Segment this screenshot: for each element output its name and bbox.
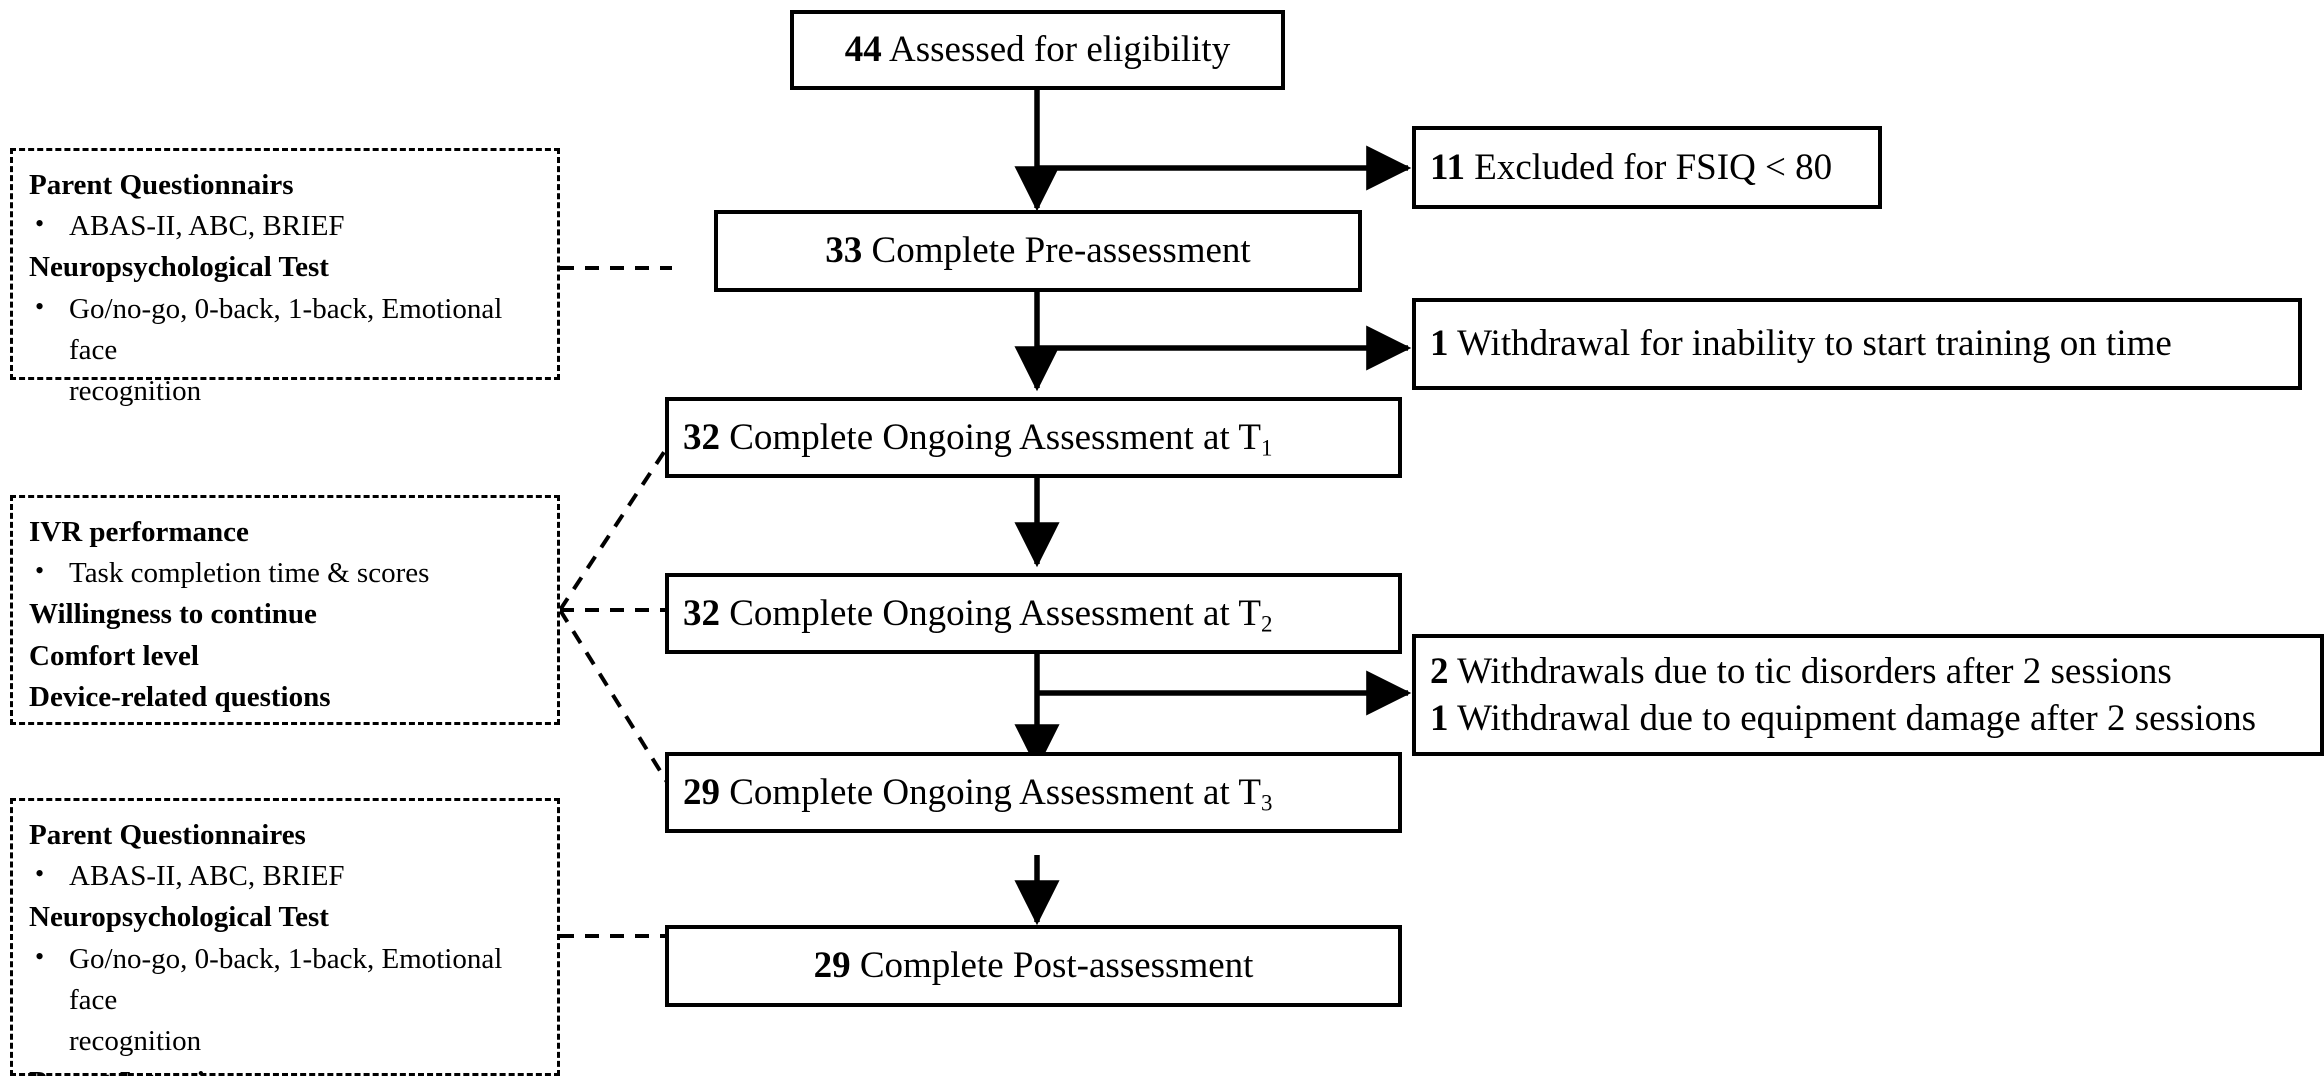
flow-box-post-assessment-text: 29 Complete Post-assessment: [669, 944, 1398, 988]
flow-box-ongoing-t3-label: Complete Ongoing Assessment at T: [729, 771, 1261, 813]
flow-box-post-assessment-label: Complete Post-assessment: [859, 945, 1254, 987]
flow-box-excluded-fsiq-text: 11 Excluded for FSIQ < 80: [1416, 146, 1878, 190]
note-box-pre-measures[interactable]: Parent Questionnairs • ABAS-II, ABC, BRI…: [10, 148, 560, 407]
dashed-link-ongoing-t3: [558, 608, 674, 792]
flow-box-ongoing-t1-count: 32: [683, 416, 720, 458]
flow-box-ongoing-t2-label: Complete Ongoing Assessment at T: [729, 592, 1261, 634]
note-ongoing-head-willingness: Willingness to continue: [29, 598, 317, 631]
note-post-head-questionnaires: Parent Questionnaires: [29, 819, 306, 851]
flow-box-ongoing-t1-text: 32 Complete Ongoing Assessment at T1: [669, 416, 1398, 460]
note-post-head-neuropsych: Neuropsychological Test: [29, 901, 329, 934]
bullet-dot-icon: •: [35, 209, 45, 239]
flow-box-withdraw-start-count: 1: [1430, 323, 1449, 365]
note-pre-head-questionnaires: Parent Questionnairs: [29, 169, 294, 201]
note-pre-bullet-abas: • ABAS-II, ABC, BRIEF: [29, 206, 541, 247]
flow-box-pre-assessment-text: 33 Complete Pre-assessment: [718, 229, 1358, 273]
flow-box-withdraw-start-text: 1 Withdrawal for inability to start trai…: [1416, 322, 2298, 366]
withdraw-tic-label: Withdrawals due to tic disorders after 2…: [1457, 650, 2172, 692]
note-post-bullet-tasks-cont: recognition: [69, 1024, 202, 1057]
flow-box-assessed-count: 44: [844, 29, 882, 71]
flow-box-ongoing-t2[interactable]: 32 Complete Ongoing Assessment at T2: [665, 573, 1402, 654]
flow-box-pre-assessment-label: Complete Pre-assessment: [871, 230, 1251, 272]
note-post-bullet-abas: • ABAS-II, ABC, BRIEF: [29, 856, 541, 897]
withdraw-equipment-row: 1 Withdrawal due to equipment damage aft…: [1430, 695, 2320, 742]
withdraw-tic-count: 2: [1430, 650, 1449, 692]
withdraw-equipment-count: 1: [1430, 698, 1449, 739]
flow-box-ongoing-t1[interactable]: 32 Complete Ongoing Assessment at T1: [665, 397, 1402, 478]
note-post-bullet-tasks: • Go/no-go, 0-back, 1-back, Emotional fa…: [29, 939, 541, 1021]
flow-box-excluded-fsiq-count: 11: [1430, 146, 1465, 188]
note-box-ongoing-measures[interactable]: IVR performance • Task completion time &…: [10, 495, 560, 725]
note-ongoing-head-ivr: IVR performance: [29, 516, 249, 548]
flow-box-post-assessment[interactable]: 29 Complete Post-assessment: [665, 925, 1402, 1007]
flow-box-ongoing-t3-count: 29: [683, 771, 720, 813]
flow-box-excluded-fsiq[interactable]: 11 Excluded for FSIQ < 80: [1412, 126, 1882, 209]
flow-box-ongoing-t2-count: 32: [683, 592, 720, 634]
note-box-post-measures[interactable]: Parent Questionnaires • ABAS-II, ABC, BR…: [10, 798, 560, 1076]
flow-box-assessed-text: 44 Assessed for eligibility: [794, 28, 1281, 72]
flow-box-withdraw-start-label: Withdrawal for inability to start traini…: [1457, 323, 2172, 365]
flow-box-ongoing-t2-subscript: 2: [1260, 611, 1273, 637]
flow-box-withdrawals-t2-text: 2 Withdrawals due to tic disorders after…: [1416, 648, 2320, 743]
flow-box-assessed[interactable]: 44 Assessed for eligibility: [790, 10, 1285, 90]
flow-box-ongoing-t3-text: 29 Complete Ongoing Assessment at T3: [669, 771, 1398, 815]
flow-box-withdraw-start[interactable]: 1 Withdrawal for inability to start trai…: [1412, 298, 2302, 390]
bullet-dot-icon: •: [35, 291, 45, 321]
note-pre-bullet-tasks-cont: recognition: [69, 374, 202, 407]
bullet-dot-icon: •: [35, 941, 45, 971]
note-pre-head-neuropsych: Neuropsychological Test: [29, 251, 329, 284]
flow-box-ongoing-t2-text: 32 Complete Ongoing Assessment at T2: [669, 592, 1398, 636]
bullet-dot-icon: •: [35, 556, 45, 586]
note-post-head-interview: Parent Interview: [29, 1062, 541, 1076]
flow-box-withdrawals-t2[interactable]: 2 Withdrawals due to tic disorders after…: [1412, 634, 2324, 756]
bullet-dot-icon: •: [35, 859, 45, 889]
flow-box-post-assessment-count: 29: [813, 945, 851, 987]
flow-box-pre-assessment[interactable]: 33 Complete Pre-assessment: [714, 210, 1362, 292]
withdraw-tic-row: 2 Withdrawals due to tic disorders after…: [1430, 648, 2320, 695]
flow-box-ongoing-t1-label: Complete Ongoing Assessment at T: [729, 416, 1261, 458]
withdraw-equipment-label: Withdrawal due to equipment damage after…: [1457, 698, 2257, 739]
flow-box-assessed-label: Assessed for eligibility: [889, 29, 1231, 71]
flow-box-ongoing-t3[interactable]: 29 Complete Ongoing Assessment at T3: [665, 752, 1402, 833]
dashed-link-ongoing-t1: [558, 438, 674, 612]
note-ongoing-bullet-task: • Task completion time & scores: [29, 553, 541, 594]
note-pre-bullet-tasks: • Go/no-go, 0-back, 1-back, Emotional fa…: [29, 289, 541, 371]
flow-box-ongoing-t1-subscript: 1: [1260, 435, 1273, 461]
flow-box-excluded-fsiq-label: Excluded for FSIQ < 80: [1474, 146, 1833, 188]
flow-box-ongoing-t3-subscript: 3: [1260, 790, 1273, 816]
note-ongoing-head-comfort: Comfort level: [29, 639, 199, 672]
note-ongoing-head-device: Device-related questions: [29, 680, 331, 713]
flow-box-pre-assessment-count: 33: [825, 230, 863, 272]
